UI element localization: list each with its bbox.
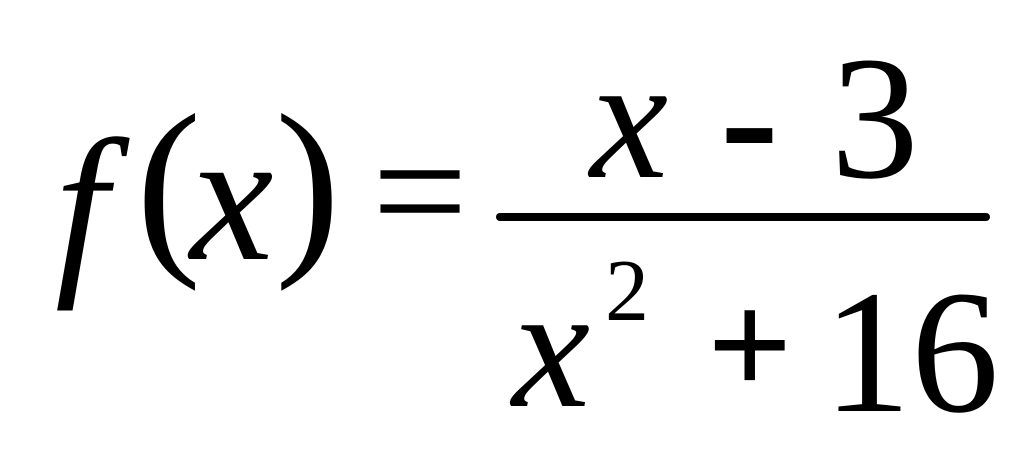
close-parenthesis: ) <box>275 75 341 292</box>
function-variable: x <box>190 91 274 300</box>
fraction-bar <box>496 213 990 221</box>
numerator: x - 3 <box>590 31 919 207</box>
function-formula: f ( x ) = x - 3 x 2 + 16 <box>55 31 999 441</box>
equals-sign: = <box>372 97 468 285</box>
function-name: f <box>55 102 108 312</box>
numerator-constant: 3 <box>830 21 919 216</box>
denominator-exponent: 2 <box>605 243 649 340</box>
plus-operator: + <box>707 262 793 428</box>
numerator-variable: x <box>590 21 669 216</box>
open-parenthesis: ( <box>136 75 202 292</box>
denominator-variable: x <box>512 250 591 445</box>
minus-operator: - <box>720 21 779 216</box>
denominator-constant: 16 <box>823 255 999 450</box>
